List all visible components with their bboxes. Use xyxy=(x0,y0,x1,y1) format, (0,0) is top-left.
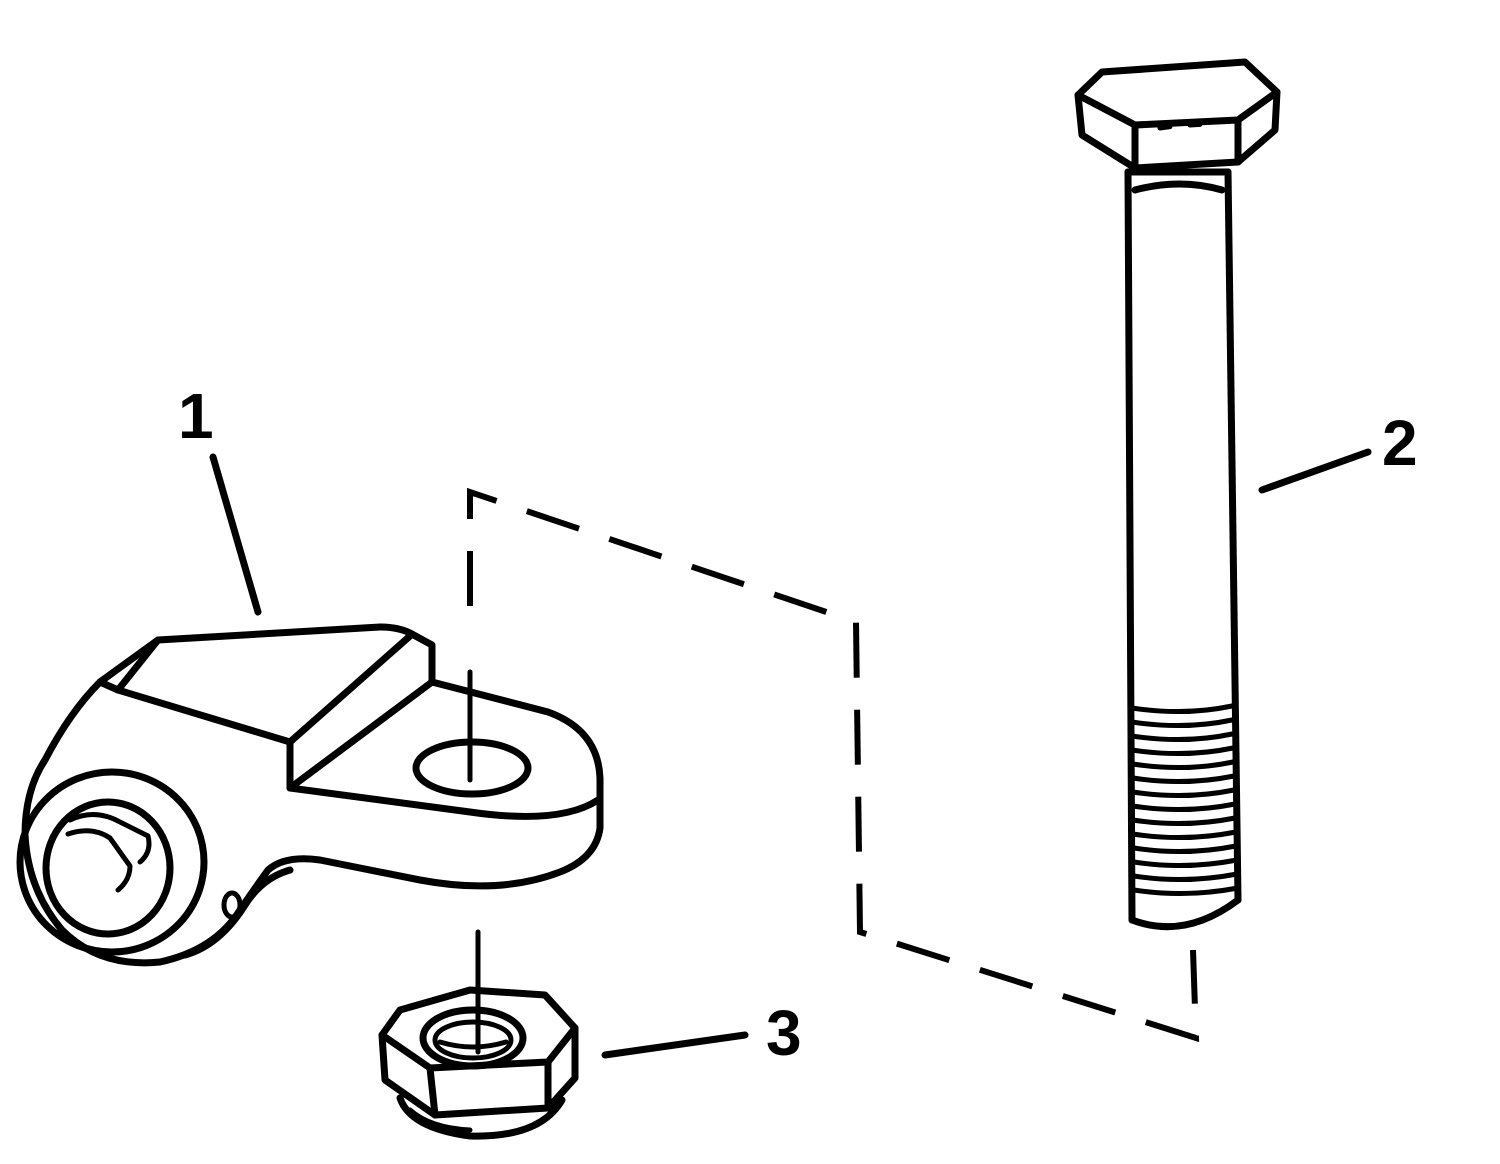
hex-bolt-part xyxy=(1074,58,1281,931)
clamp-arm-part xyxy=(16,623,604,967)
callout-label-2: 2 xyxy=(1382,407,1418,479)
callout-label-1: 1 xyxy=(178,380,214,452)
leader-line-part2 xyxy=(1258,448,1372,494)
bolt-threads xyxy=(1129,703,1241,897)
leader-line-part1 xyxy=(209,453,262,616)
assembly-alignment-lines xyxy=(467,487,1200,1055)
callout-label-3: 3 xyxy=(766,997,802,1069)
leader-line-part3 xyxy=(601,1031,749,1059)
hex-lock-nut-part xyxy=(378,986,579,1140)
